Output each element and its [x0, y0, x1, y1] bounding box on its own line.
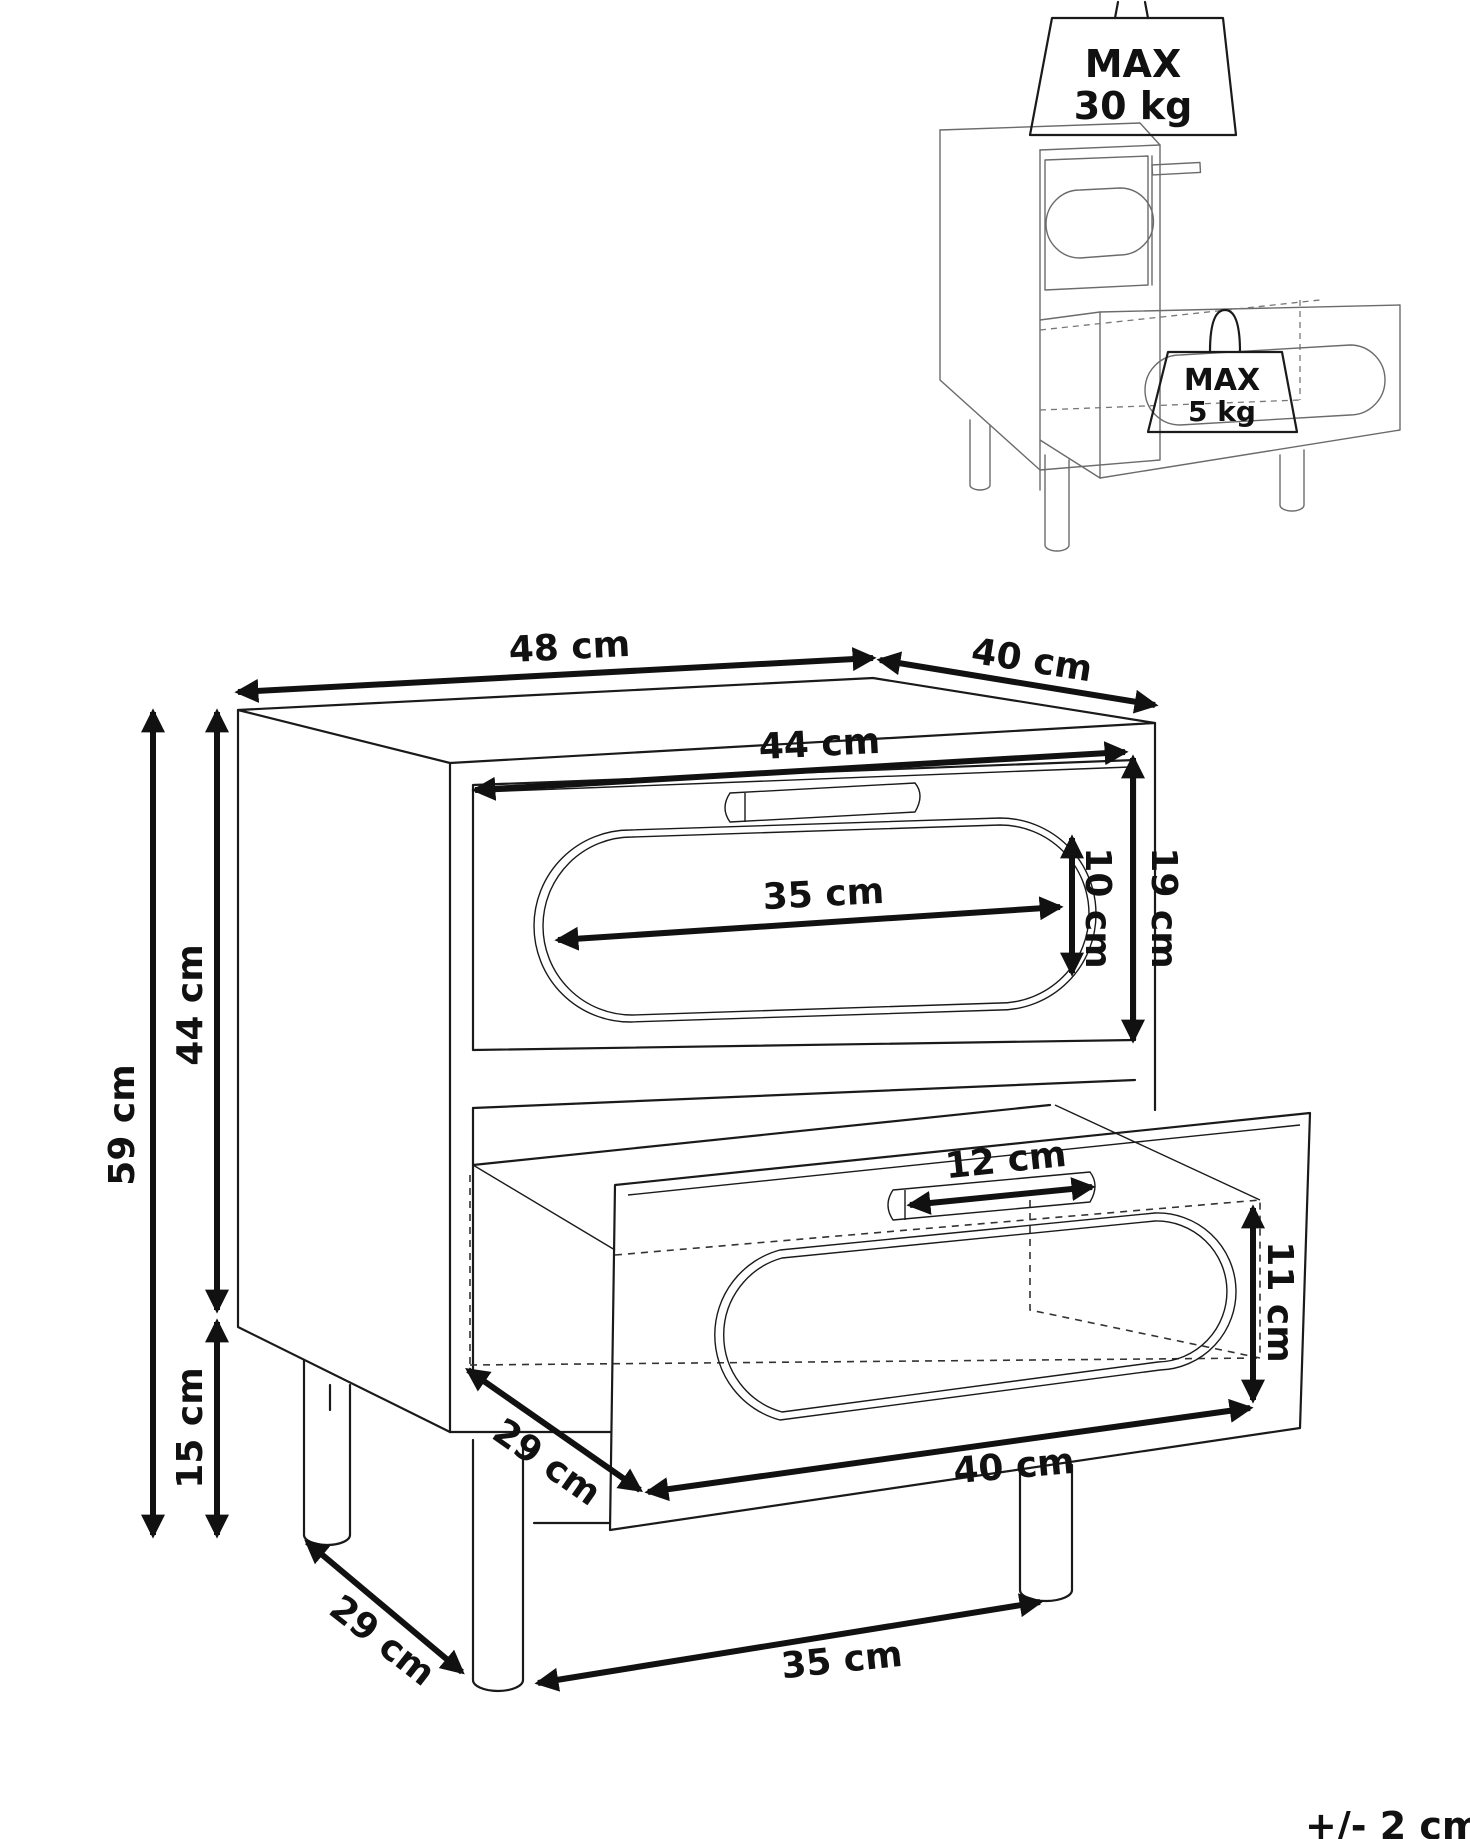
open-drawer-depth-arrow: [465, 1367, 643, 1493]
label-drawer-height: 19 cm: [1143, 847, 1184, 968]
label-handle-width: 12 cm: [943, 1134, 1068, 1187]
label-window-width: 35 cm: [762, 871, 885, 918]
tolerance-note: +/- 2 cm: [1305, 1804, 1470, 1839]
weight-drawer-line1: MAX: [1184, 363, 1260, 398]
label-height-total: 59 cm: [102, 1064, 143, 1185]
weight-5kg-icon: [1146, 350, 1299, 434]
depth-total-arrow: [876, 651, 1159, 714]
leg-width-arrow: [534, 1593, 1044, 1692]
label-width-total: 48 cm: [508, 624, 631, 671]
weight-top-line1: MAX: [1085, 42, 1182, 86]
weight-drawer-line2: 5 kg: [1188, 395, 1256, 428]
label-drawer-front-width: 44 cm: [758, 721, 881, 768]
weight-capacity-illustration: [939, 0, 1401, 552]
label-open-drawer-height: 11 cm: [1259, 1241, 1300, 1362]
handle-width-arrow: [906, 1177, 1096, 1215]
dimension-arrows: [141, 647, 1265, 1692]
window-width-arrow: [554, 896, 1064, 951]
nightstand-drawing: [236, 676, 1312, 1693]
width-total-arrow: [234, 647, 877, 703]
leg-depth-arrow: [304, 1539, 465, 1675]
weight-30kg-icon: [1028, 16, 1238, 137]
weight-top-line2: 30 kg: [1074, 84, 1193, 128]
label-depth-total: 40 cm: [969, 631, 1095, 690]
label-window-height: 10 cm: [1077, 847, 1118, 968]
open-drawer-width-arrow: [644, 1398, 1254, 1502]
drawer-front-width-arrow: [471, 741, 1129, 801]
label-leg-height: 15 cm: [170, 1367, 211, 1488]
label-body-height: 44 cm: [170, 944, 211, 1065]
